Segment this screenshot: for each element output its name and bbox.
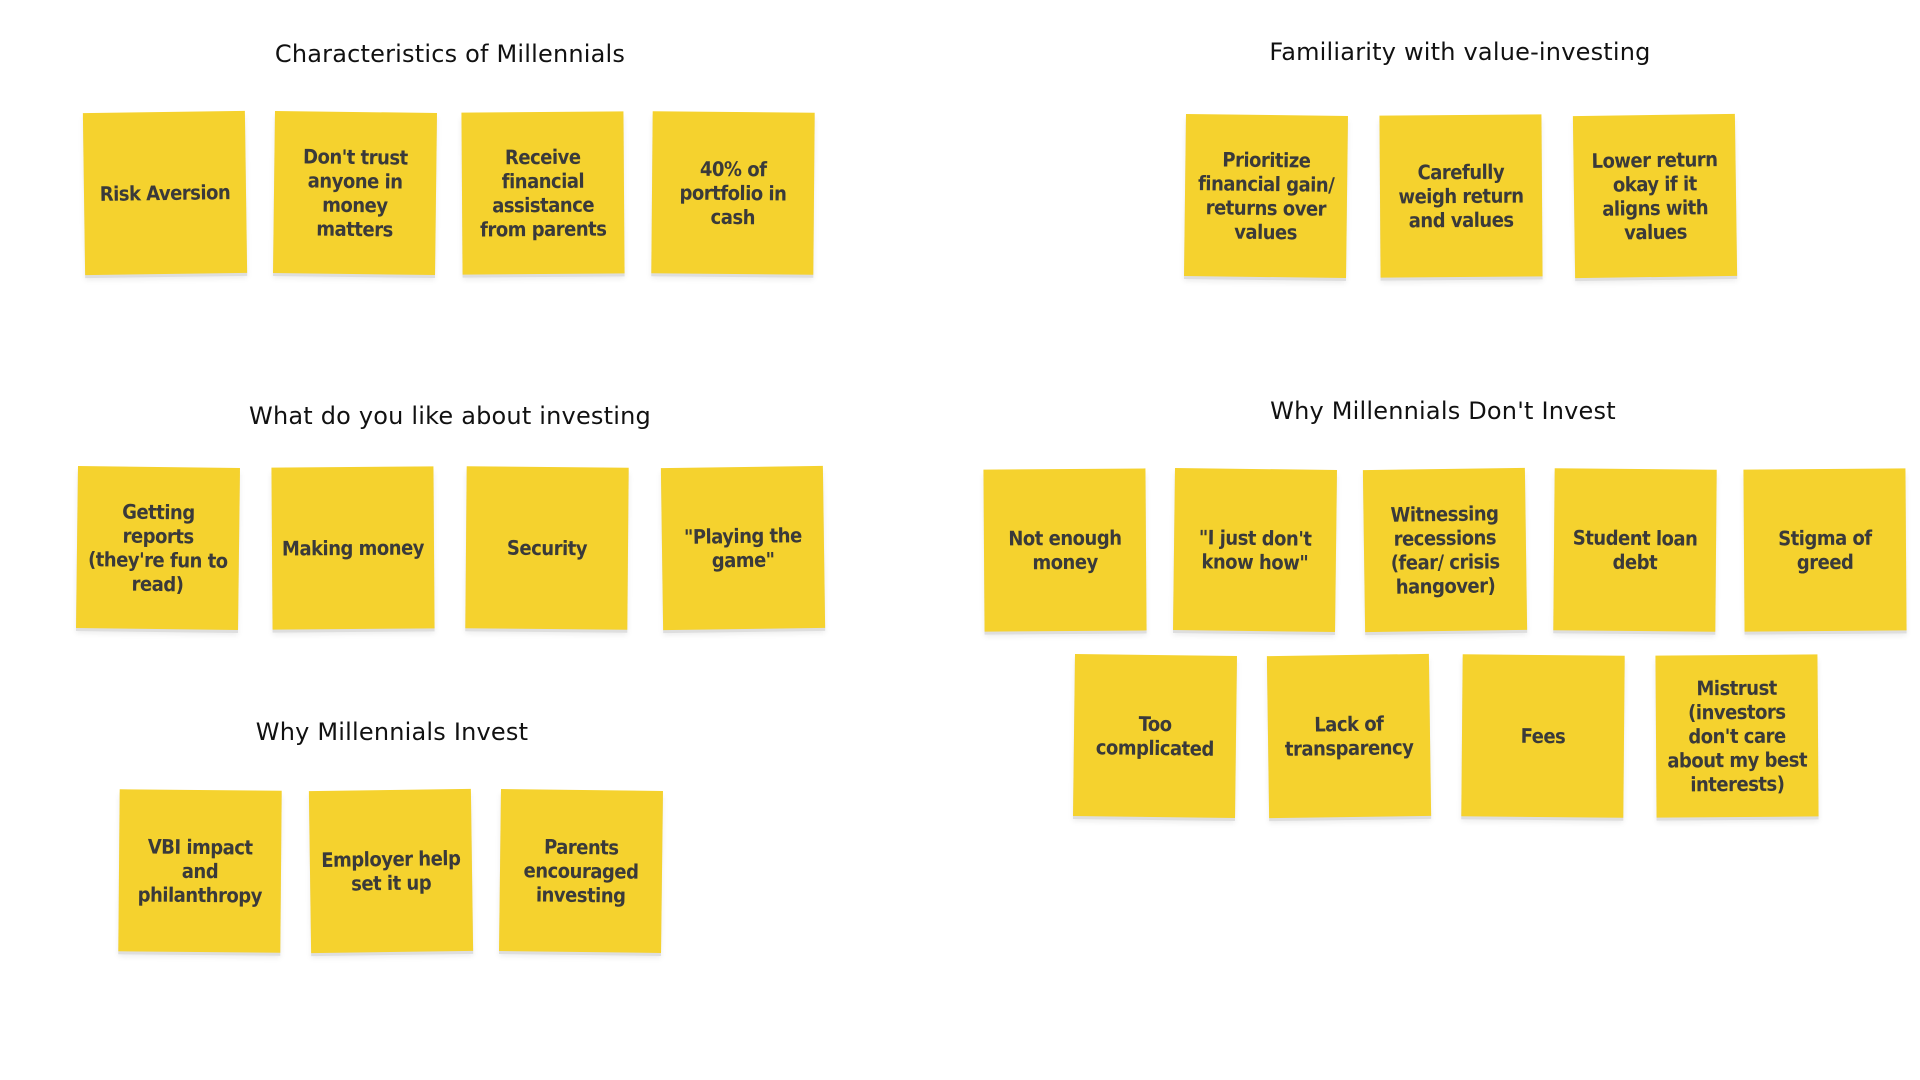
sticky-note[interactable]: Security [465, 466, 629, 630]
sticky-note[interactable]: "Playing the game" [660, 465, 826, 631]
note-text: Lack of transparency [1284, 711, 1414, 761]
sticky-note[interactable]: "I just don't know how" [1173, 468, 1337, 632]
note-text: 40% of portfolio in cash [679, 156, 787, 230]
sticky-note[interactable]: Not enough money [983, 468, 1147, 632]
group-title-dont-invest: Why Millennials Don't Invest [1270, 397, 1616, 425]
note-text: VBI impact and philanthropy [137, 834, 263, 908]
group-title-familiarity: Familiarity with value-investing [1269, 38, 1651, 66]
note-text: Security [506, 535, 588, 561]
note-text: "Playing the game" [683, 523, 802, 573]
note-text: Not enough money [1008, 525, 1122, 575]
sticky-note[interactable]: Prioritize financial gain/ returns over … [1184, 114, 1348, 278]
sticky-note[interactable]: Lack of transparency [1266, 653, 1432, 819]
note-text: "I just don't know how" [1198, 525, 1312, 575]
sticky-note[interactable]: Getting reports (they're fun to read) [76, 466, 240, 630]
sticky-note[interactable]: Student loan debt [1553, 468, 1717, 632]
note-text: Don't trust anyone in money matters [302, 144, 408, 242]
note-text: Fees [1520, 723, 1566, 749]
sticky-note[interactable]: Parents encouraged investing [499, 789, 663, 953]
note-text: Too complicated [1095, 711, 1214, 761]
note-text: Student loan debt [1572, 525, 1698, 575]
group-title-characteristics: Characteristics of Millennials [274, 40, 626, 68]
group-title-like: What do you like about investing [249, 402, 651, 430]
note-text: Witnessing recessions (fear/ crisis hang… [1390, 501, 1500, 599]
note-text: Prioritize financial gain/ returns over … [1197, 147, 1335, 245]
sticky-note[interactable]: Don't trust anyone in money matters [273, 111, 437, 275]
sticky-note[interactable]: Lower return okay if it aligns with valu… [1572, 113, 1738, 279]
sticky-note[interactable]: Receive financial assistance from parent… [461, 111, 625, 275]
sticky-note[interactable]: Employer help set it up [308, 788, 474, 954]
note-text: Risk Aversion [99, 180, 231, 206]
note-text: Making money [281, 535, 425, 561]
note-text: Receive financial assistance from parent… [480, 144, 607, 242]
sticky-note[interactable]: Mistrust (investors don't care about my … [1655, 654, 1819, 818]
note-text: Lower return okay if it aligns with valu… [1591, 147, 1718, 245]
note-text: Parents encouraged investing [523, 834, 639, 908]
sticky-note[interactable]: Carefully weigh return and values [1379, 114, 1543, 278]
note-text: Carefully weigh return and values [1398, 159, 1524, 233]
sticky-note[interactable]: Too complicated [1073, 654, 1237, 818]
note-text: Getting reports (they're fun to read) [87, 499, 228, 597]
note-text: Employer help set it up [321, 846, 461, 896]
sticky-note[interactable]: Risk Aversion [82, 110, 248, 276]
sticky-note[interactable]: Making money [271, 466, 435, 630]
note-text: Stigma of greed [1778, 525, 1872, 575]
sticky-note[interactable]: Witnessing recessions (fear/ crisis hang… [1362, 467, 1528, 633]
sticky-note[interactable]: Stigma of greed [1743, 468, 1907, 632]
sticky-note[interactable]: VBI impact and philanthropy [118, 789, 282, 953]
note-text: Mistrust (investors don't care about my … [1667, 675, 1808, 797]
sticky-note[interactable]: Fees [1461, 654, 1625, 818]
group-title-invest: Why Millennials Invest [255, 718, 529, 746]
sticky-note[interactable]: 40% of portfolio in cash [651, 111, 815, 275]
